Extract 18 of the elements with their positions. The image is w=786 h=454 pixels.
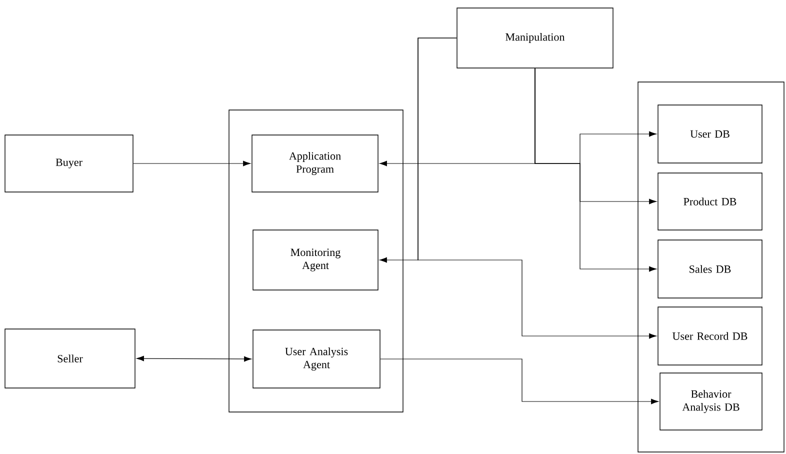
arrow: [380, 358, 659, 404]
container-box: [228, 110, 404, 412]
arrow: [418, 38, 657, 339]
database-box: Product DB: [658, 172, 762, 230]
process-box: Seller: [4, 328, 136, 388]
process-box: Application Program: [252, 134, 378, 192]
process-box: User Analysis Agent: [252, 330, 380, 388]
database-box: User DB: [658, 104, 762, 164]
arrow: [534, 68, 657, 272]
process-box: Manipulation: [456, 8, 614, 68]
database-box: Sales DB: [658, 240, 762, 298]
arrow: [133, 160, 251, 166]
database-box: User Record DB: [658, 306, 762, 366]
container-box: [638, 82, 784, 452]
arrow: [136, 356, 252, 362]
database-box: Behavior Analysis DB: [660, 372, 762, 430]
process-box: Buyer: [4, 134, 134, 192]
process-box: Monitoring Agent: [252, 230, 378, 290]
